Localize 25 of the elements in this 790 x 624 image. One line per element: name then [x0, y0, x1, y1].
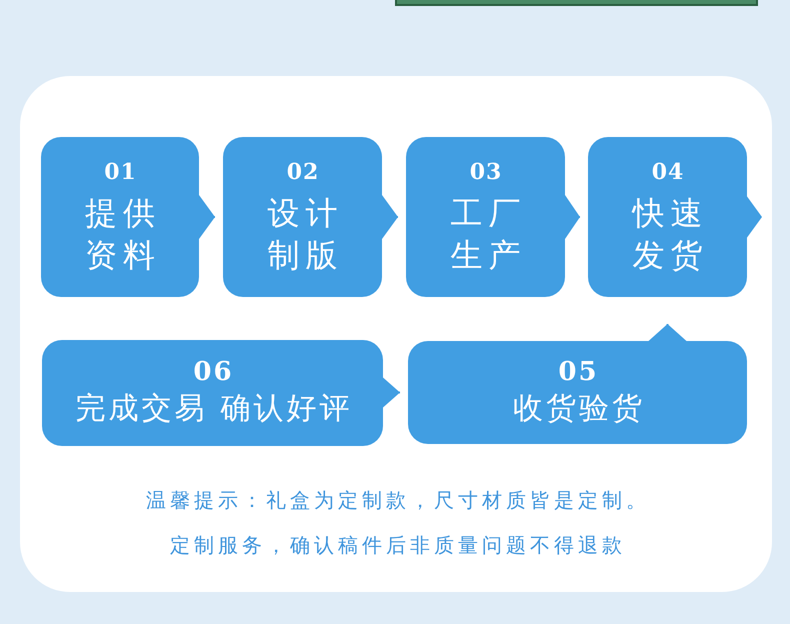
step-number: 04 [650, 158, 684, 184]
step-label: 设计制版 [266, 192, 344, 276]
step-number: 02 [286, 158, 320, 184]
step-number: 05 [557, 356, 599, 386]
step-box [41, 137, 199, 297]
step-label: 完成交易 确认好评 [74, 390, 352, 428]
note-text: 定制服务，确认稿件后非质量问题不得退款 [170, 533, 626, 557]
arrow [382, 195, 398, 239]
note-text: 温馨提示：礼盒为定制款，尺寸材质皆是定制。 [146, 488, 650, 512]
step-number: 01 [103, 158, 137, 184]
step-box [406, 137, 565, 297]
arrow [199, 195, 215, 239]
step-label: 工厂生产 [450, 192, 528, 276]
step-box [42, 340, 383, 446]
step-box [223, 137, 382, 297]
arrow [383, 378, 400, 408]
step-number: 03 [468, 158, 502, 184]
step-label: 提供资料 [84, 192, 162, 276]
step-box [408, 341, 747, 444]
step-box [588, 137, 747, 297]
step-label: 收货验货 [512, 390, 645, 428]
arrow [648, 324, 686, 341]
arrow [565, 195, 580, 239]
step-label: 快速发货 [630, 192, 710, 276]
step-number: 06 [192, 357, 234, 387]
